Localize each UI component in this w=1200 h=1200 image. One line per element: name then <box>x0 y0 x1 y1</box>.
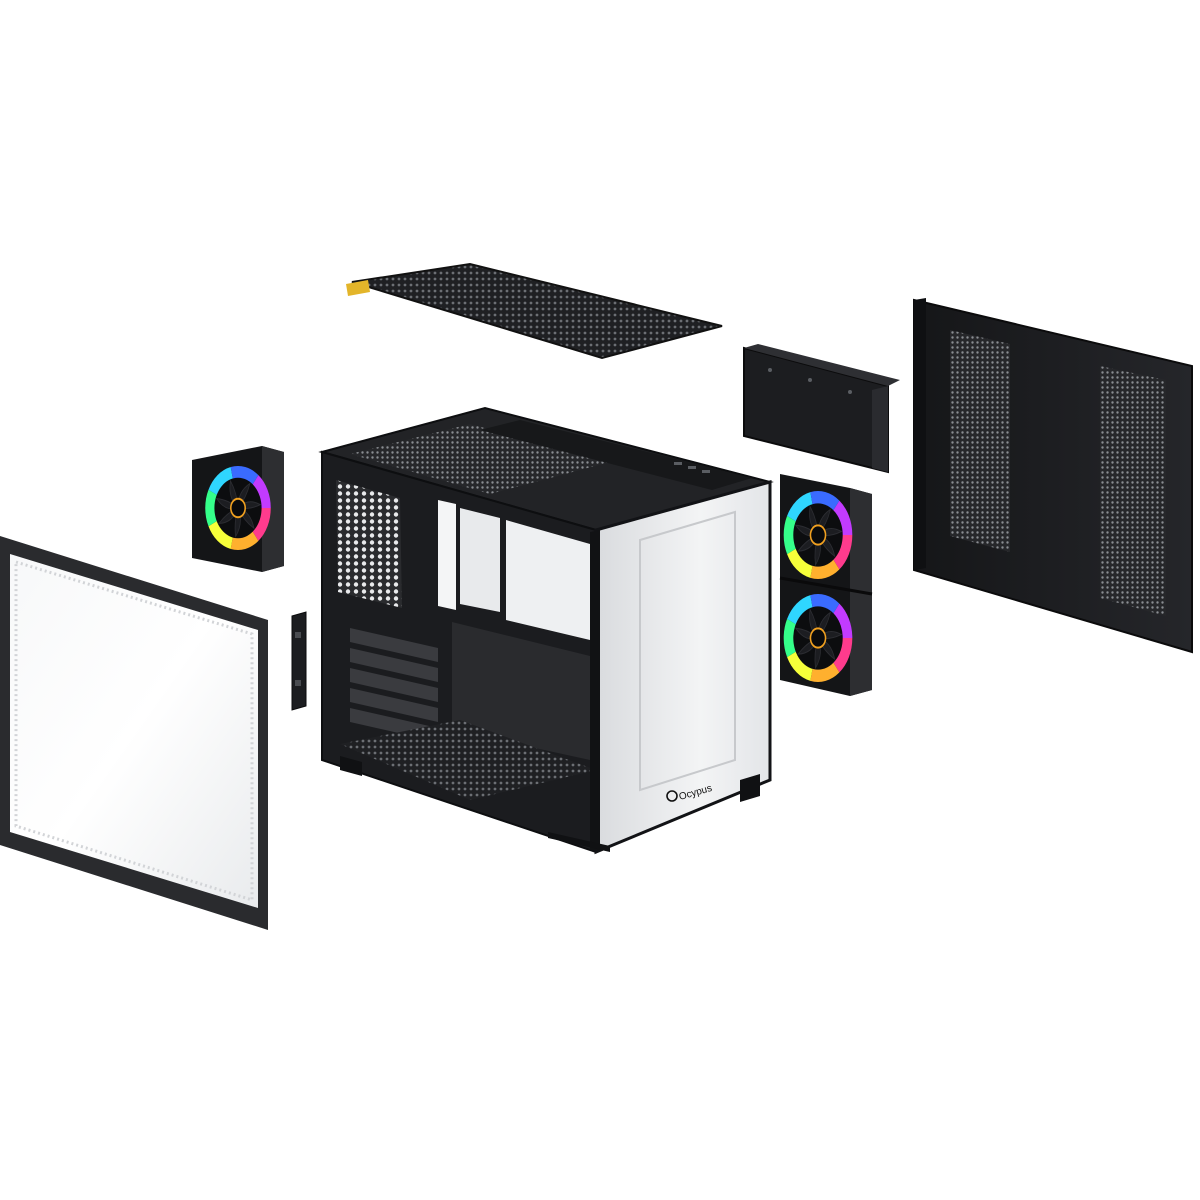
rgb-fan-side-bottom <box>783 594 853 682</box>
mounting-bracket <box>291 611 307 711</box>
fan-hub <box>809 627 827 649</box>
rgb-fan-rear <box>205 466 271 550</box>
rear-fan <box>192 446 284 572</box>
fan-hub <box>809 524 827 546</box>
left-glass-side-panel <box>0 536 268 930</box>
right-steel-side-panel <box>913 298 1193 654</box>
brand-logo-icon <box>666 790 678 802</box>
filter-tab <box>346 280 370 296</box>
side-fan-stack <box>779 474 873 696</box>
vertical-gpu-bracket <box>743 344 900 474</box>
rgb-fan-side-top <box>783 491 853 579</box>
top-dust-filter <box>346 262 723 360</box>
fan-hub <box>230 497 246 519</box>
main-chassis: Ocypus <box>318 406 774 855</box>
